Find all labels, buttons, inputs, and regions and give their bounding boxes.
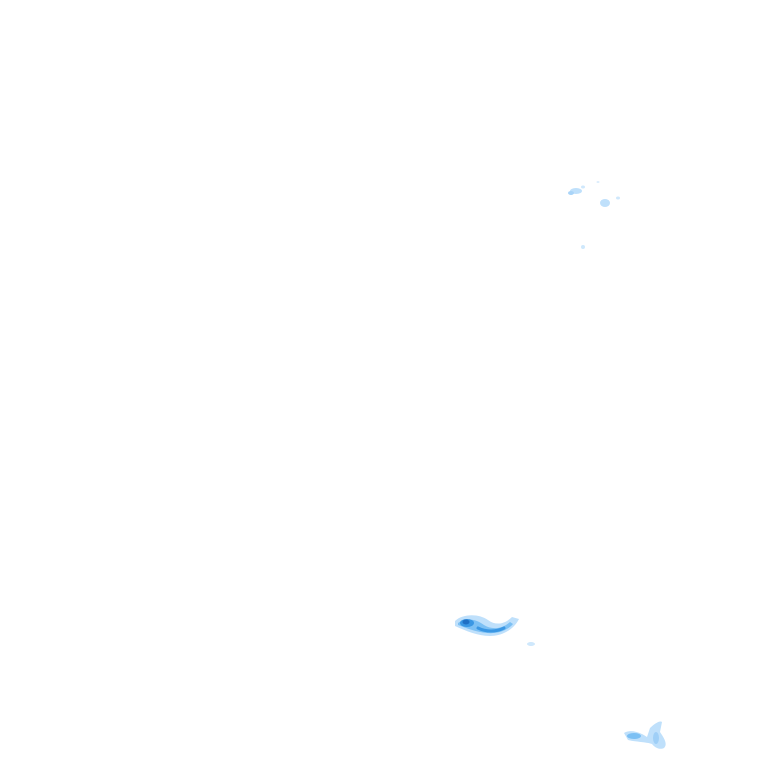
echo-cell xyxy=(653,732,659,744)
echo-cell xyxy=(627,733,641,739)
echo-cluster-north-b xyxy=(596,181,620,207)
echo-cluster-north-a xyxy=(568,185,585,195)
echo-cell xyxy=(616,196,620,200)
echo-cell xyxy=(581,245,585,249)
echo-cell xyxy=(581,185,585,189)
echo-band-south xyxy=(455,615,519,636)
echo-cell xyxy=(600,199,610,207)
echo-cell xyxy=(568,191,574,195)
echo-cell xyxy=(527,642,535,646)
echo-core-heavy xyxy=(462,619,470,625)
echo-band-line xyxy=(476,626,506,633)
echo-speck-south xyxy=(527,642,535,646)
echo-cluster-southeast xyxy=(624,721,666,749)
echo-cell xyxy=(596,181,600,183)
echo-speck-north xyxy=(581,245,585,249)
